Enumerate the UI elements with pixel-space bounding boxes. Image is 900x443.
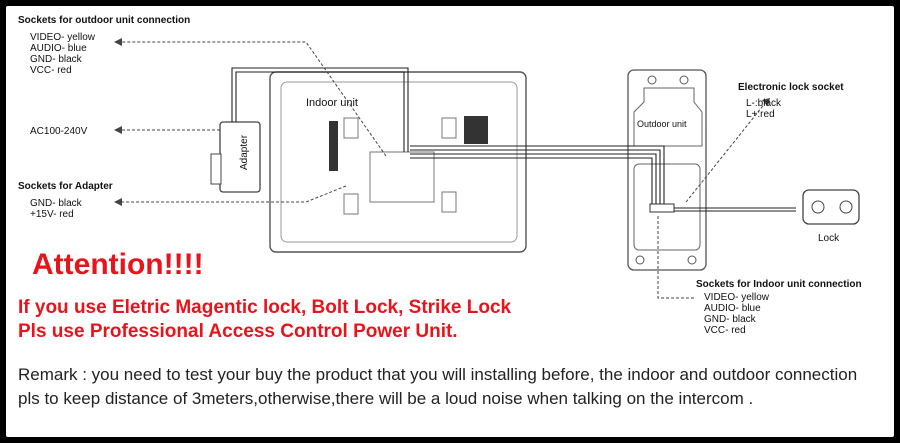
speaker-grille — [464, 116, 488, 144]
indoor-socket-video: VIDEO- yellow — [704, 292, 770, 303]
lock: Lock — [802, 189, 860, 244]
diagram-frame: Indoor unit Adapter Outdoor unit Lock — [6, 6, 894, 437]
indoor-sockets-title: Sockets for Indoor unit connection — [696, 279, 862, 290]
indoor-unit-label: Indoor unit — [306, 97, 358, 109]
indoor-socket-gnd: GND- black — [704, 314, 757, 325]
warning-line-1: If you use Eletric Magentic lock, Bolt L… — [18, 297, 512, 318]
lock-socket-title: Electronic lock socket — [738, 82, 844, 93]
leader-arrowheads — [114, 38, 770, 206]
outdoor-socket-audio: AUDIO- blue — [30, 43, 87, 54]
remark-text: Remark : you need to test your buy the p… — [18, 365, 858, 408]
adapter-label: Adapter — [239, 134, 250, 170]
outdoor-terminal — [649, 203, 675, 213]
warning-line-2: Pls use Professional Access Control Powe… — [18, 321, 458, 342]
wiring — [231, 67, 796, 212]
adapter-socket-15v: +15V- red — [30, 209, 74, 220]
lock-socket-minus: L-:black — [746, 98, 782, 109]
outdoor-socket-vcc: VCC- red — [30, 65, 72, 76]
outdoor-unit: Outdoor unit — [627, 69, 707, 271]
outdoor-socket-gnd: GND- black — [30, 54, 83, 65]
ac-input-label: AC100-240V — [30, 126, 88, 137]
outdoor-socket-video: VIDEO- yellow — [30, 32, 96, 43]
lock-label: Lock — [818, 233, 840, 244]
leader-lines — [118, 41, 767, 299]
outdoor-sockets-title: Sockets for outdoor unit connection — [18, 15, 190, 26]
indoor-unit: Indoor unit — [269, 71, 527, 253]
indoor-socket-vcc: VCC- red — [704, 325, 746, 336]
lock-socket-plus: L+:red — [746, 109, 775, 120]
adapter: Adapter — [210, 121, 261, 193]
wiring-diagram: Indoor unit Adapter Outdoor unit Lock — [18, 15, 862, 336]
adapter-socket-gnd: GND- black — [30, 198, 83, 209]
outdoor-unit-label: Outdoor unit — [637, 119, 687, 129]
adapter-sockets-title: Sockets for Adapter — [18, 181, 113, 192]
attention-heading: Attention!!!! — [32, 248, 204, 281]
indoor-socket-audio: AUDIO- blue — [704, 303, 761, 314]
